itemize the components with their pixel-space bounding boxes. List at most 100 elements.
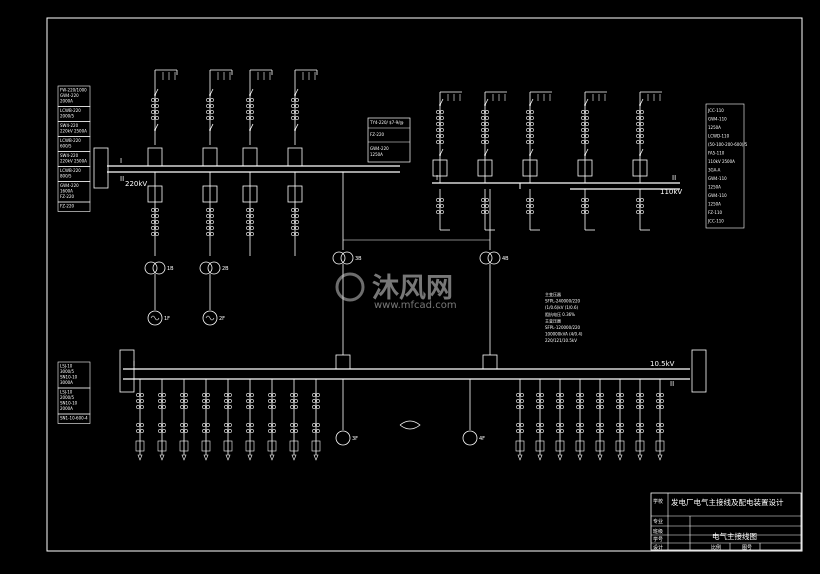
feeder-10kv-8 <box>289 379 299 461</box>
generator-icon <box>462 430 478 446</box>
title-row-design: 设计 <box>653 544 663 551</box>
feeders-110kv <box>432 91 662 231</box>
transformer-3B: 3B <box>332 251 362 265</box>
spec-text: SN10-10 <box>60 401 78 406</box>
spec-text: 2000A <box>60 99 73 104</box>
spec-text: 220kV 2500A <box>60 129 87 134</box>
generator-icon <box>202 310 218 326</box>
spec-text: 110kV 2500A <box>708 159 735 164</box>
feeder-10kv-7 <box>267 379 277 461</box>
title-scale: 比例 <box>711 544 721 551</box>
watermark-text: 沐风网 <box>372 273 453 304</box>
feeder-10kv-11 <box>535 379 545 461</box>
note-line: 主变压器 <box>545 317 561 323</box>
spec-text: GW4-110 <box>708 176 727 181</box>
title-school: 学校 <box>653 498 663 505</box>
watermark: 沐风网 www.mfcad.com <box>335 272 457 311</box>
bus-110kv-roman-1: I <box>436 174 438 182</box>
spec-text: LCWB-220 <box>60 138 81 143</box>
generator-icon <box>335 430 351 446</box>
spec-box <box>705 103 745 229</box>
title-row-major: 专业 <box>653 518 663 525</box>
spec-text: JCC-110 <box>707 219 724 224</box>
spec-text: 3000/5 <box>60 369 75 374</box>
spec-text: 600/5 <box>60 144 72 149</box>
pt-box-10kv-right <box>691 349 707 393</box>
transformer-4B: 4B <box>479 251 509 265</box>
bus-220kv: 220kV I II <box>107 157 400 188</box>
note-line: SFPL-120000/220 <box>545 325 581 330</box>
note-line: (1/0.6)kV (1/0.6) <box>545 305 579 310</box>
spec-text: 1250A <box>708 185 721 190</box>
drawing-frame <box>46 17 803 552</box>
title-sheet: 图号 <box>742 545 752 551</box>
spec-text: SW4-220 <box>60 153 79 158</box>
feeders-10kv <box>135 379 665 461</box>
feeder-10kv-10 <box>515 379 525 461</box>
feeder-10kv-17 <box>655 379 665 461</box>
feeder-10kv-14 <box>595 379 605 461</box>
spec-text: 1250A <box>708 125 721 130</box>
generator-icon <box>147 310 163 326</box>
feeder-110kv-4 <box>577 91 607 231</box>
spec-text: LCWB-220 <box>60 168 81 173</box>
feeder-10kv-4 <box>201 379 211 461</box>
spec-text: FZ-220 <box>60 204 75 209</box>
spec-text: LSJ-10 <box>60 390 73 395</box>
reactor-icon <box>399 420 421 430</box>
svg-text:1250A: 1250A <box>370 152 383 157</box>
spec-text: LCWD-110 <box>708 134 730 139</box>
title-row-id: 学号 <box>653 536 663 543</box>
note-line: 100000kVA (4/0.4) <box>545 332 583 337</box>
pt-box-10kv-left <box>119 349 135 393</box>
spec-cell <box>57 413 91 424</box>
transformer-2B: 2B 2F <box>199 261 229 326</box>
spec-text: GW4-110 <box>708 117 727 122</box>
spec-text: GW4-220 <box>60 183 79 188</box>
spec-text: 2000/5 <box>60 395 75 400</box>
spec-text: SN1-10-600-4 <box>60 416 88 421</box>
bus-220kv-label: 220kV <box>125 180 147 188</box>
bus-220kv-roman-2: II <box>120 175 124 183</box>
transformer-label: 2B <box>222 266 229 272</box>
generator-label: 2F <box>219 316 225 322</box>
feeders-220kv <box>147 69 318 256</box>
bus-10kv-roman-2: II <box>670 380 674 388</box>
feeder-10kv-3 <box>179 379 189 461</box>
right-spec-table: JCC-110GW4-1101250ALCWD-110(50-100-200-6… <box>705 103 748 229</box>
feeder-110kv-5 <box>632 91 662 231</box>
spec-text: 2000A <box>60 406 73 411</box>
spec-text: 1250A <box>708 202 721 207</box>
feeder-220kv-2 <box>202 69 233 256</box>
feeder-220kv-4 <box>287 69 318 256</box>
title-drawing-name: 电气主接线图 <box>712 531 757 541</box>
title-design: 发电厂电气主接线及配电装置设计 <box>671 497 784 507</box>
feeder-10kv-6 <box>245 379 255 461</box>
feeder-10kv-16 <box>635 379 645 461</box>
generator-label: 4F <box>479 436 485 442</box>
spec-text: 1600A <box>60 189 73 194</box>
spec-text: 2000/5 <box>60 114 75 119</box>
svg-text:TY4-220/ $7-9/@: TY4-220/ $7-9/@ <box>369 120 404 125</box>
svg-text:FZ-220: FZ-220 <box>370 132 385 137</box>
spec-text: FZ-220 <box>60 194 75 199</box>
feeder-220kv-1 <box>147 69 178 256</box>
title-row-class: 班级 <box>653 528 663 535</box>
transformer-label: 3B <box>355 256 362 262</box>
left-spec-table: FW-220/1000GW4-2202000ALCWB-2202000/5SW4… <box>57 85 91 212</box>
bus-10kv: 10.5kV I II <box>123 360 690 388</box>
note-line: 阻抗电压 0.36% <box>545 311 575 317</box>
svg-text:GW4-220: GW4-220 <box>370 146 389 151</box>
feeder-10kv-1 <box>135 379 145 461</box>
note-line: 主变压器 <box>545 291 561 297</box>
transformer-label: 4B <box>502 256 509 262</box>
spec-text: FW-220/1000 <box>60 88 87 93</box>
mid-spec-box: TY4-220/ $7-9/@ FZ-220 GW4-220 1250A <box>367 117 411 163</box>
spec-text: LCWB-220 <box>60 108 81 113</box>
bus-110kv-label: 110kV <box>660 188 682 196</box>
bus-110kv: 110kV I II <box>432 174 682 196</box>
bus-220kv-roman-1: I <box>120 157 122 165</box>
spec-text: 220kV 2500A <box>60 159 87 164</box>
